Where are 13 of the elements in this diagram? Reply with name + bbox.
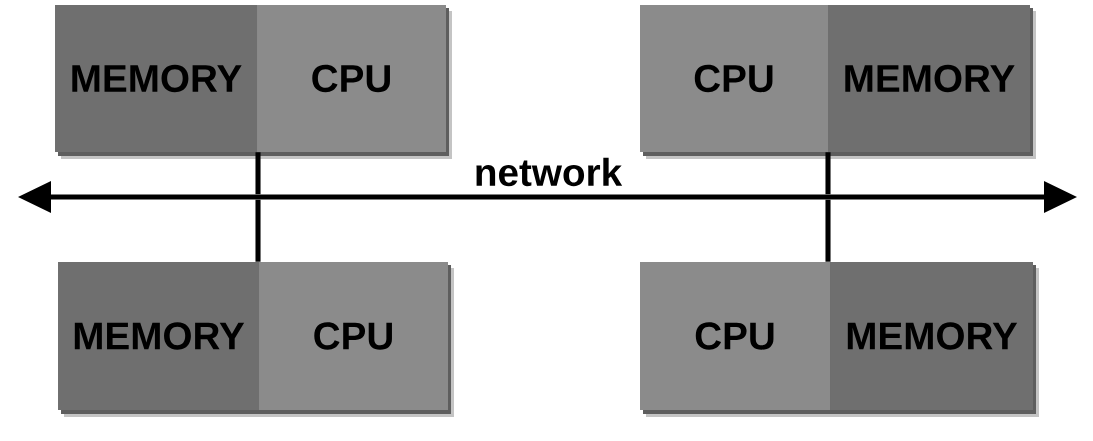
- component-box: MEMORY: [830, 262, 1033, 410]
- component-box: MEMORY: [55, 5, 257, 152]
- node-label: network: [476, 157, 623, 187]
- component-box: CPU: [259, 262, 448, 410]
- connector-line: [825, 199, 831, 262]
- connector-line: [825, 152, 831, 195]
- component-box: CPU: [640, 5, 828, 152]
- component-box: CPU: [640, 262, 830, 410]
- connector-line: [255, 152, 261, 195]
- connector-line: [255, 199, 261, 262]
- component-box: MEMORY: [828, 5, 1030, 152]
- component-box: CPU: [257, 5, 446, 152]
- component-box: MEMORY: [58, 262, 259, 410]
